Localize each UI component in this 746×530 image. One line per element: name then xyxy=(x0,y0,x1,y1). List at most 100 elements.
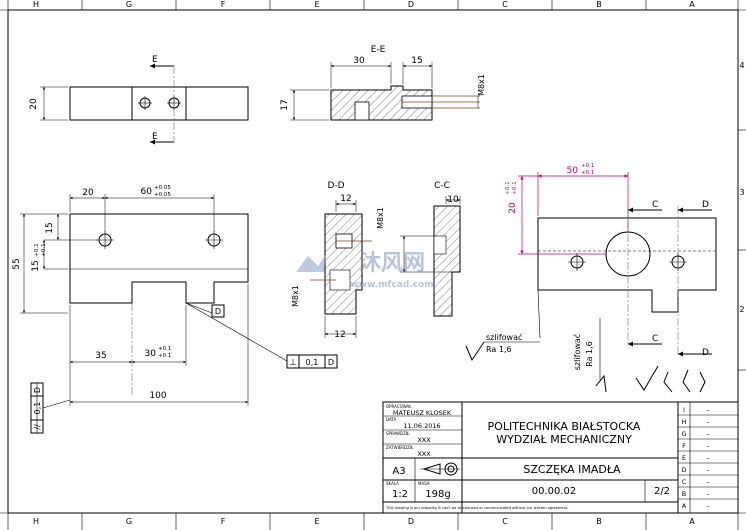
rev-entry: – xyxy=(706,442,709,450)
dim-dd-12-top: 12 xyxy=(340,194,351,204)
zone-top-g: G xyxy=(126,0,132,9)
fcf-perp-datum: D xyxy=(328,358,334,367)
dim-front-30-tol-lower: +0.1 xyxy=(158,353,171,359)
surface-note-b: szlifować xyxy=(572,334,582,370)
section-mark-e-bottom: E xyxy=(152,132,158,142)
watermark: 沐风网 www.mfcad.com xyxy=(296,251,434,290)
drawing-date: 11.06.2016 xyxy=(403,422,440,430)
dim-right-50-tol-upper: +0.1 xyxy=(581,163,594,169)
scale-label: SKALA xyxy=(386,481,399,486)
rev-entry: – xyxy=(706,454,709,462)
fcf-par-datum: D xyxy=(33,387,42,393)
thread-dd-a: M8x1 xyxy=(376,207,385,229)
surface-ra-b: Ra 1,6 xyxy=(585,341,594,367)
dim-right-20: 20 xyxy=(508,202,518,214)
dim-front-100: 100 xyxy=(149,391,166,401)
zone-top-h: H xyxy=(33,0,39,9)
rev-letter-b: B xyxy=(682,490,686,498)
rev-entry: – xyxy=(706,490,709,498)
dim-front-15a: 15 xyxy=(45,222,55,233)
right-view: 50 +0.1 +0.1 20 +0.1 +0.1 C C D D xyxy=(505,163,717,358)
dim-top-width: 20 xyxy=(29,98,39,110)
section-mark-d-top: D xyxy=(702,200,709,210)
zone-top-d: D xyxy=(408,0,414,9)
dim-ee-17: 17 xyxy=(280,99,290,110)
dim-dd-12-bottom: 12 xyxy=(334,330,345,340)
dim-ee-15: 15 xyxy=(411,56,422,66)
zone-top-a: A xyxy=(689,0,695,9)
dim-right-50: 50 xyxy=(567,166,579,176)
checked-by: XXX xyxy=(417,436,431,444)
section-ee-view: E-E M8x1 30 15 17 xyxy=(280,45,486,121)
rev-entry: – xyxy=(706,418,709,426)
rev-letter-a: A xyxy=(682,502,687,510)
rev-letter-g: G xyxy=(681,430,686,438)
dim-front-35: 35 xyxy=(95,351,106,361)
rev-letter-e: E xyxy=(682,454,686,462)
roughness-symbol xyxy=(635,365,706,393)
zone-bottom-b: B xyxy=(596,517,602,526)
dim-ee-30: 30 xyxy=(353,56,365,66)
section-cc-view: C-C 10 xyxy=(400,181,461,317)
surface-ra-a: Ra 1,6 xyxy=(486,345,512,354)
projection-symbol-icon xyxy=(420,462,460,476)
section-ee-title: E-E xyxy=(371,45,386,55)
dim-right-20-tol-upper: +0.1 xyxy=(505,181,511,194)
zone-top-e: E xyxy=(314,0,319,9)
section-mark-c-top: C xyxy=(652,200,658,210)
zone-bottom-e: E xyxy=(314,517,319,526)
rev-letter-f: F xyxy=(682,442,686,450)
zone-bottom-c: C xyxy=(502,517,508,526)
section-mark-d-bottom: D xyxy=(702,348,709,358)
institution-line1: POLITECHNIKA BIAŁSTOCKA xyxy=(488,420,641,433)
zone-bottom-g: G xyxy=(126,517,132,526)
rev-letter-i: I xyxy=(683,406,685,414)
weight-label: MASA xyxy=(418,481,430,486)
part-name: SZCZĘKA IMADŁA xyxy=(523,463,621,476)
fcf-par-value: 0,1 xyxy=(33,402,42,415)
section-mark-e-top: E xyxy=(152,55,158,65)
zone-top-c: C xyxy=(502,0,508,9)
watermark-title: 沐风网 xyxy=(359,251,425,276)
designer-name: MATEUSZ KLOSEK xyxy=(393,409,452,417)
zone-right-4: 4 xyxy=(739,61,744,70)
fcf-perp-value: 0,1 xyxy=(306,358,319,367)
drawing-number: 00.00.02 xyxy=(532,486,577,497)
zone-right-3: 3 xyxy=(739,188,744,197)
rev-entry: – xyxy=(706,406,709,414)
dim-front-30-tol-upper: +0.1 xyxy=(158,346,171,352)
top-view: E E 20 xyxy=(29,55,249,145)
zone-bottom-d: D xyxy=(408,517,414,526)
surface-notes: szlifować Ra 1,6 szlifować Ra 1,6 xyxy=(465,289,706,393)
datum-d: D xyxy=(215,307,221,316)
dim-front-15-tol-lower: +0.1 xyxy=(41,243,47,256)
sheet-format: A3 xyxy=(392,466,405,477)
section-mark-c-bottom: C xyxy=(652,334,658,344)
dim-front-15-tol-upper: +0.1 xyxy=(34,243,40,256)
fcf-perp-symbol: ⊥ xyxy=(289,358,297,368)
zone-bottom-f: F xyxy=(221,517,226,526)
dim-front-30: 30 xyxy=(145,349,157,359)
zone-bottom-a: A xyxy=(689,517,695,526)
rev-entry: – xyxy=(706,430,709,438)
surface-note-a: szlifować xyxy=(486,332,522,342)
dim-cc-10: 10 xyxy=(447,195,459,205)
rev-entry: – xyxy=(706,502,709,510)
title-block: OPRACOWAŁ MATEUSZ KLOSEK DATA 11.06.2016… xyxy=(382,401,739,514)
dim-front-20: 20 xyxy=(82,188,94,198)
sheet-number: 2/2 xyxy=(654,486,670,497)
institution-line2: WYDZIAŁ MECHANICZNY xyxy=(496,433,632,446)
section-dd-title: D-D xyxy=(327,181,344,191)
rev-letter-h: H xyxy=(682,418,687,426)
section-dd-view: D-D 12 12 M8x1 M8x1 xyxy=(291,181,385,340)
watermark-logo xyxy=(296,254,326,272)
zone-top-b: B xyxy=(596,0,602,9)
date-label: DATA xyxy=(386,417,397,422)
dim-front-60-tol-upper: +0.05 xyxy=(154,185,171,191)
section-cc-title: C-C xyxy=(434,181,450,191)
thread-dd-b: M8x1 xyxy=(291,285,300,307)
designer-label: OPRACOWAŁ xyxy=(386,404,412,409)
dim-right-50-tol-lower: +0.1 xyxy=(581,170,594,176)
watermark-url: www.mfcad.com xyxy=(350,280,433,290)
